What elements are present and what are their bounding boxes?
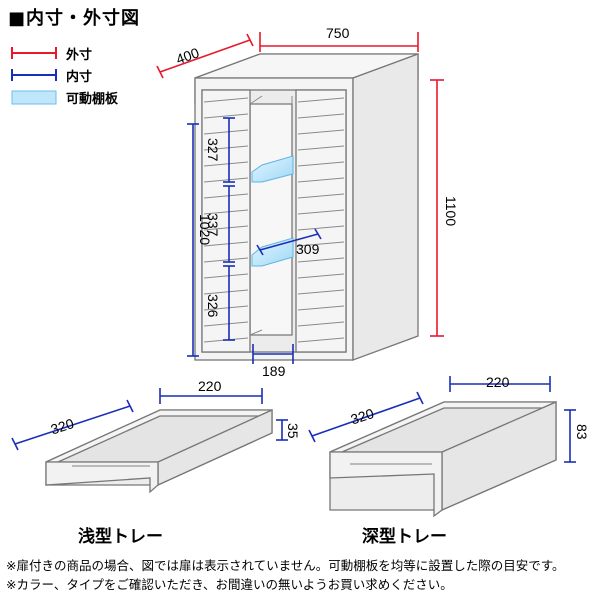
deep-tray-height-value: 83: [574, 424, 590, 440]
notes: ※扉付きの商品の場合、図では扉は表示されていません。可動棚板を均等に設置した際の…: [6, 556, 564, 594]
deep-tray-label: 深型トレー: [362, 527, 447, 547]
movable-shelf-upper: [251, 155, 294, 183]
deep-tray-width-value: 220: [486, 374, 510, 390]
legend: 外寸 内寸 可動棚板: [8, 44, 168, 110]
shallow-tray-dims: [11, 388, 288, 451]
legend-shelf-label: 可動棚板: [66, 92, 119, 107]
legend-outer-label: 外寸: [66, 48, 93, 63]
inner-dimensions: [187, 117, 322, 364]
legend-inner-label: 内寸: [66, 70, 93, 85]
shallow-tray-label: 浅型トレー: [78, 527, 163, 547]
inner-height-value: 1020: [197, 214, 213, 245]
shelf-swatch-icon: [11, 90, 57, 105]
shallow-tray-width-value: 220: [198, 378, 222, 394]
legend-inner: 内寸: [8, 66, 168, 88]
note-1: ※扉付きの商品の場合、図では扉は表示されていません。可動棚板を均等に設置した際の…: [6, 558, 565, 573]
shallow-tray-depth-value: 320: [49, 415, 76, 438]
inner-section-3-value: 326: [205, 294, 221, 318]
shelf-depth-value: 309: [296, 241, 320, 257]
inner-section-1-value: 327: [205, 138, 221, 162]
diagram-title: ■内寸・外寸図: [8, 8, 141, 29]
shallow-tray: [45, 408, 273, 494]
inner-section-2-value: 337: [205, 213, 221, 237]
width-value: 750: [326, 25, 350, 41]
shallow-tray-height-value: 35: [285, 423, 301, 439]
depth-value: 400: [174, 44, 202, 67]
inner-width-value: 189: [262, 363, 286, 379]
note-2: ※カラー、タイプをご確認いただき、お間違いの無いようお買い求めください。: [6, 577, 453, 592]
height-value: 1100: [443, 196, 459, 226]
deep-tray-depth-value: 320: [349, 405, 376, 428]
inner-line-icon: [11, 69, 57, 81]
outer-dimensions: [156, 32, 444, 337]
movable-shelf-lower: [251, 237, 294, 267]
deep-tray: [329, 401, 557, 518]
legend-shelf: 可動棚板: [8, 88, 168, 110]
outer-line-icon: [11, 47, 57, 59]
legend-outer: 外寸: [8, 44, 168, 66]
deep-tray-dims: [308, 376, 576, 463]
